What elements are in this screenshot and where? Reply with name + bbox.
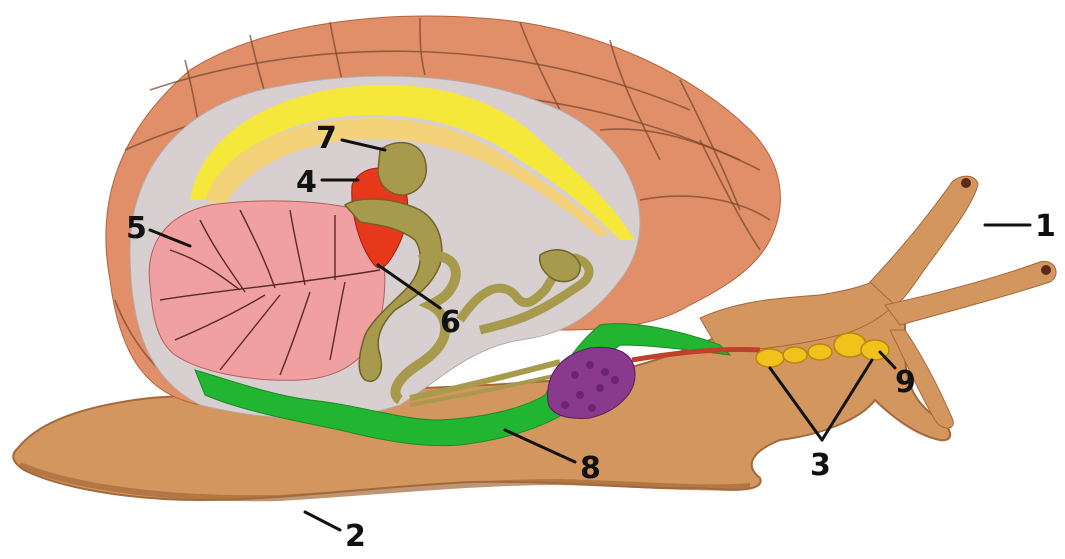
label-5: 5 [126,211,147,246]
upper-tentacle [870,176,978,305]
label-9: 9 [895,365,916,400]
label-8: 8 [580,451,601,486]
upper-eye-spot [961,178,971,188]
label-2: 2 [345,519,366,554]
lower-eye-spot [1041,265,1051,275]
label-4: 4 [296,165,317,200]
label-6: 6 [440,305,461,340]
label-1: 1 [1035,209,1056,244]
lung [149,201,385,380]
label-3: 3 [810,448,831,483]
leader-2 [305,512,340,530]
label-7: 7 [316,121,337,156]
